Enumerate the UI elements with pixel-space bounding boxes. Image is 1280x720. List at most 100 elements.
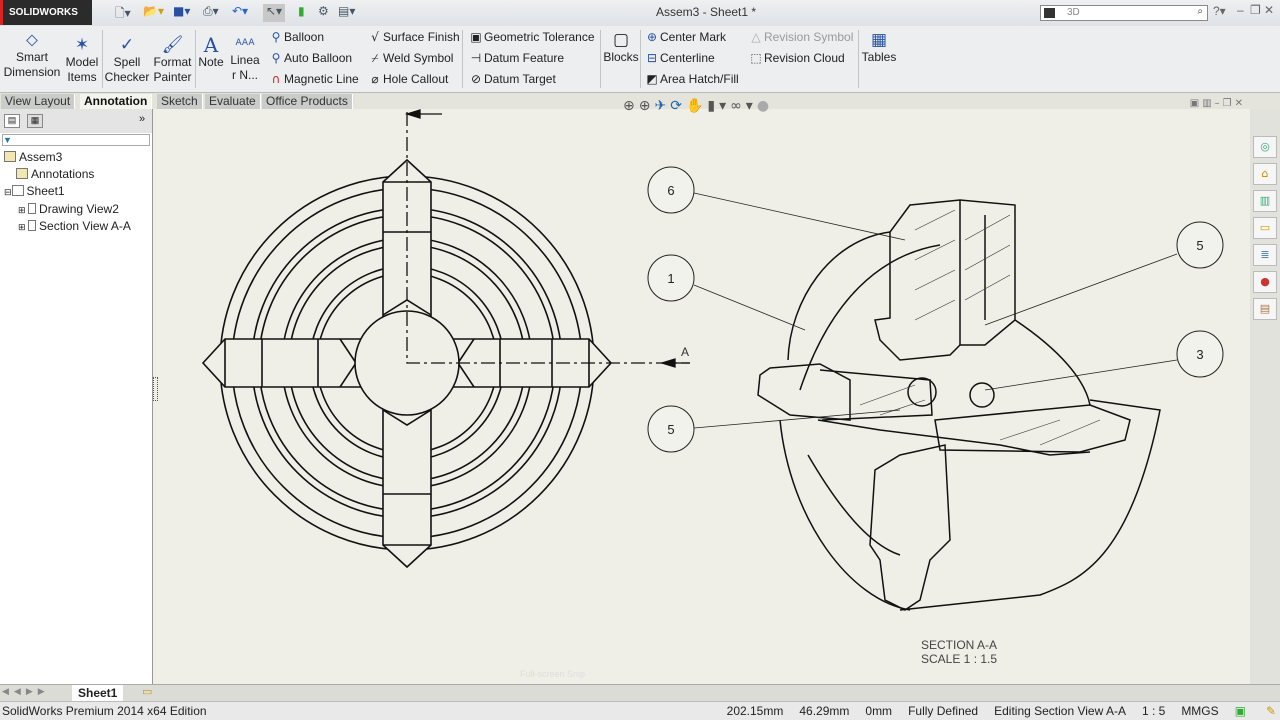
unit-system-dropdown[interactable]: MMGS bbox=[1181, 704, 1219, 718]
new-icon[interactable]: 🗋▾ bbox=[115, 6, 131, 20]
tree-item-drawing-view2[interactable]: ⊞ Drawing View2 bbox=[18, 202, 119, 216]
model-items-icon: ✶ bbox=[74, 35, 90, 55]
tree-item-assem3[interactable]: Assem3 bbox=[4, 150, 62, 164]
search-input[interactable]: 3D⌕ bbox=[1040, 5, 1208, 21]
rotate-icon[interactable]: ⟳ bbox=[670, 98, 686, 114]
rebuild-icon[interactable]: ▮ bbox=[298, 4, 305, 18]
geometric-tolerance-button[interactable]: ▣Geometric Tolerance bbox=[468, 27, 594, 47]
print-icon[interactable]: ⎙▾ bbox=[203, 4, 219, 18]
datum-feature-button[interactable]: ⊣Datum Feature bbox=[468, 48, 564, 68]
minimize-button[interactable]: – bbox=[1237, 3, 1244, 17]
surface-finish-button[interactable]: √Surface Finish bbox=[367, 27, 460, 47]
tooltip-icon[interactable]: ✎ bbox=[1266, 704, 1277, 718]
zoom-to-area-icon[interactable]: ⊕ bbox=[638, 98, 655, 114]
divider bbox=[462, 30, 463, 88]
heads-up-view-toolbar[interactable]: ⊕⊕✈⟳✋▮▾∞▾● bbox=[623, 98, 773, 114]
centerline-button[interactable]: ⊟Centerline bbox=[644, 48, 715, 68]
y-coordinate: 46.29mm bbox=[799, 704, 850, 718]
magnetic-line-button[interactable]: ∩Magnetic Line bbox=[268, 69, 359, 89]
label: Datum Target bbox=[484, 72, 556, 86]
datum-target-button[interactable]: ⊘Datum Target bbox=[468, 69, 556, 89]
expand-icon[interactable]: » bbox=[139, 113, 146, 125]
display-style-icon[interactable]: ▮▾ bbox=[707, 98, 731, 114]
revision-cloud-button[interactable]: ⬚Revision Cloud bbox=[748, 48, 844, 68]
filter-input[interactable]: ▼ bbox=[2, 134, 150, 146]
open-icon[interactable]: 📂▾ bbox=[143, 4, 164, 18]
auto-balloon-button[interactable]: ⚲Auto Balloon bbox=[268, 48, 352, 68]
tree-item-sheet1[interactable]: ⊟Sheet1 bbox=[4, 184, 65, 198]
center-mark-icon: ⊕ bbox=[646, 30, 658, 44]
rebuild-status-icon[interactable]: ▣ bbox=[1234, 704, 1246, 718]
magnet-icon: ∩ bbox=[271, 72, 281, 86]
property-tab-icon[interactable]: ▦ bbox=[27, 114, 43, 128]
feature-tree-tab-icon[interactable]: ▤ bbox=[4, 114, 20, 128]
balloon-5b bbox=[1176, 221, 1224, 269]
balloon-icon: ⚲ bbox=[271, 30, 281, 44]
close-button[interactable]: ✕ bbox=[1264, 3, 1275, 17]
options-icon[interactable]: ⚙ bbox=[318, 4, 329, 18]
label: Spell Checker bbox=[104, 55, 150, 84]
tab-view-layout[interactable]: View Layout bbox=[1, 94, 76, 109]
spell-checker-button[interactable]: ✓Spell Checker bbox=[104, 35, 150, 85]
weld-symbol-button[interactable]: ⌿Weld Symbol bbox=[367, 48, 453, 68]
section-view[interactable] bbox=[757, 199, 1161, 611]
design-library-icon[interactable]: ▥ bbox=[1253, 190, 1277, 212]
label: Format Painter bbox=[153, 55, 192, 84]
previous-view-icon[interactable]: ✈ bbox=[654, 98, 671, 114]
viewport-controls[interactable]: ▣▥–❐✕ bbox=[1189, 98, 1246, 109]
tables-button[interactable]: ▦Tables bbox=[860, 30, 898, 65]
resources-icon[interactable]: ◎ bbox=[1253, 136, 1277, 158]
search-icon[interactable]: ⌕ bbox=[1197, 6, 1203, 17]
solidworks-logo[interactable]: SOLIDWORKS bbox=[0, 0, 92, 25]
save-icon[interactable]: ■▾ bbox=[173, 4, 191, 18]
sheet-icon bbox=[11, 185, 24, 196]
hide-show-icon[interactable]: ∞▾ bbox=[730, 98, 757, 114]
panel-splitter-handle[interactable] bbox=[153, 377, 158, 401]
file-explorer-icon[interactable]: ▭ bbox=[1253, 217, 1277, 239]
tab-evaluate[interactable]: Evaluate bbox=[205, 94, 261, 109]
command-icon bbox=[1044, 8, 1055, 18]
balloon-leaders bbox=[693, 192, 1178, 429]
appearance-icon[interactable]: ● bbox=[756, 98, 774, 114]
center-mark-button[interactable]: ⊕Center Mark bbox=[644, 27, 726, 47]
tab-annotation[interactable]: Annotation bbox=[80, 94, 153, 109]
balloon-3 bbox=[1176, 330, 1224, 378]
tab-sketch[interactable]: Sketch bbox=[157, 94, 203, 109]
status-bar: SolidWorks Premium 2014 x64 Edition 202.… bbox=[0, 701, 1280, 720]
balloons[interactable] bbox=[647, 166, 1224, 453]
appearances-icon[interactable]: ● bbox=[1253, 271, 1277, 293]
restore-button[interactable]: ❐ bbox=[1250, 3, 1261, 17]
surface-finish-icon: √ bbox=[371, 30, 379, 44]
blocks-button[interactable]: ▢Blocks bbox=[603, 30, 639, 65]
smart-dimension-button[interactable]: ⬦Smart Dimension bbox=[2, 30, 62, 80]
tree-item-annotations[interactable]: Annotations bbox=[16, 167, 94, 181]
format-painter-button[interactable]: 🖌Format Painter bbox=[151, 35, 194, 85]
add-sheet-icon[interactable]: ▭ bbox=[142, 686, 153, 698]
area-hatch-button[interactable]: ◩Area Hatch/Fill bbox=[644, 69, 738, 89]
balloon-button[interactable]: ⚲Balloon bbox=[268, 27, 324, 47]
select-icon[interactable]: ↖▾ bbox=[263, 4, 286, 22]
drawing-canvas[interactable]: ⊕⊕✈⟳✋▮▾∞▾● ▣▥–❐✕ A A 6 1 5 5 bbox=[153, 98, 1250, 684]
sheet-tab-sheet1[interactable]: Sheet1 bbox=[72, 685, 124, 701]
customize-icon[interactable]: ▤▾ bbox=[338, 4, 356, 18]
model-items-button[interactable]: ✶Model Items bbox=[64, 35, 100, 85]
undo-icon[interactable]: ↶▾ bbox=[232, 4, 249, 18]
section-arrow-label-right: A bbox=[681, 345, 689, 359]
view-palette-icon[interactable]: ≣ bbox=[1253, 244, 1277, 266]
sheet-nav-arrows[interactable]: ◀◀▶▶ bbox=[2, 686, 50, 696]
tree-item-section-view[interactable]: ⊞ Section View A-A bbox=[18, 219, 131, 233]
zoom-to-fit-icon[interactable]: ⊕ bbox=[623, 98, 639, 114]
panel-tabs: ▤ ▦ » bbox=[0, 109, 152, 133]
custom-properties-icon[interactable]: ▤ bbox=[1253, 298, 1277, 320]
section-scale: SCALE 1 : 1.5 bbox=[921, 652, 997, 666]
home-icon[interactable]: ⌂ bbox=[1253, 163, 1277, 185]
divider bbox=[640, 30, 641, 88]
section-arrow-label-top: A bbox=[432, 109, 440, 112]
pan-icon[interactable]: ✋ bbox=[685, 98, 708, 114]
help-icon[interactable]: ?▾ bbox=[1213, 4, 1226, 18]
tab-office-products[interactable]: Office Products bbox=[262, 94, 353, 109]
hole-callout-button[interactable]: ⌀Hole Callout bbox=[367, 69, 448, 89]
z-coordinate: 0mm bbox=[865, 704, 893, 718]
